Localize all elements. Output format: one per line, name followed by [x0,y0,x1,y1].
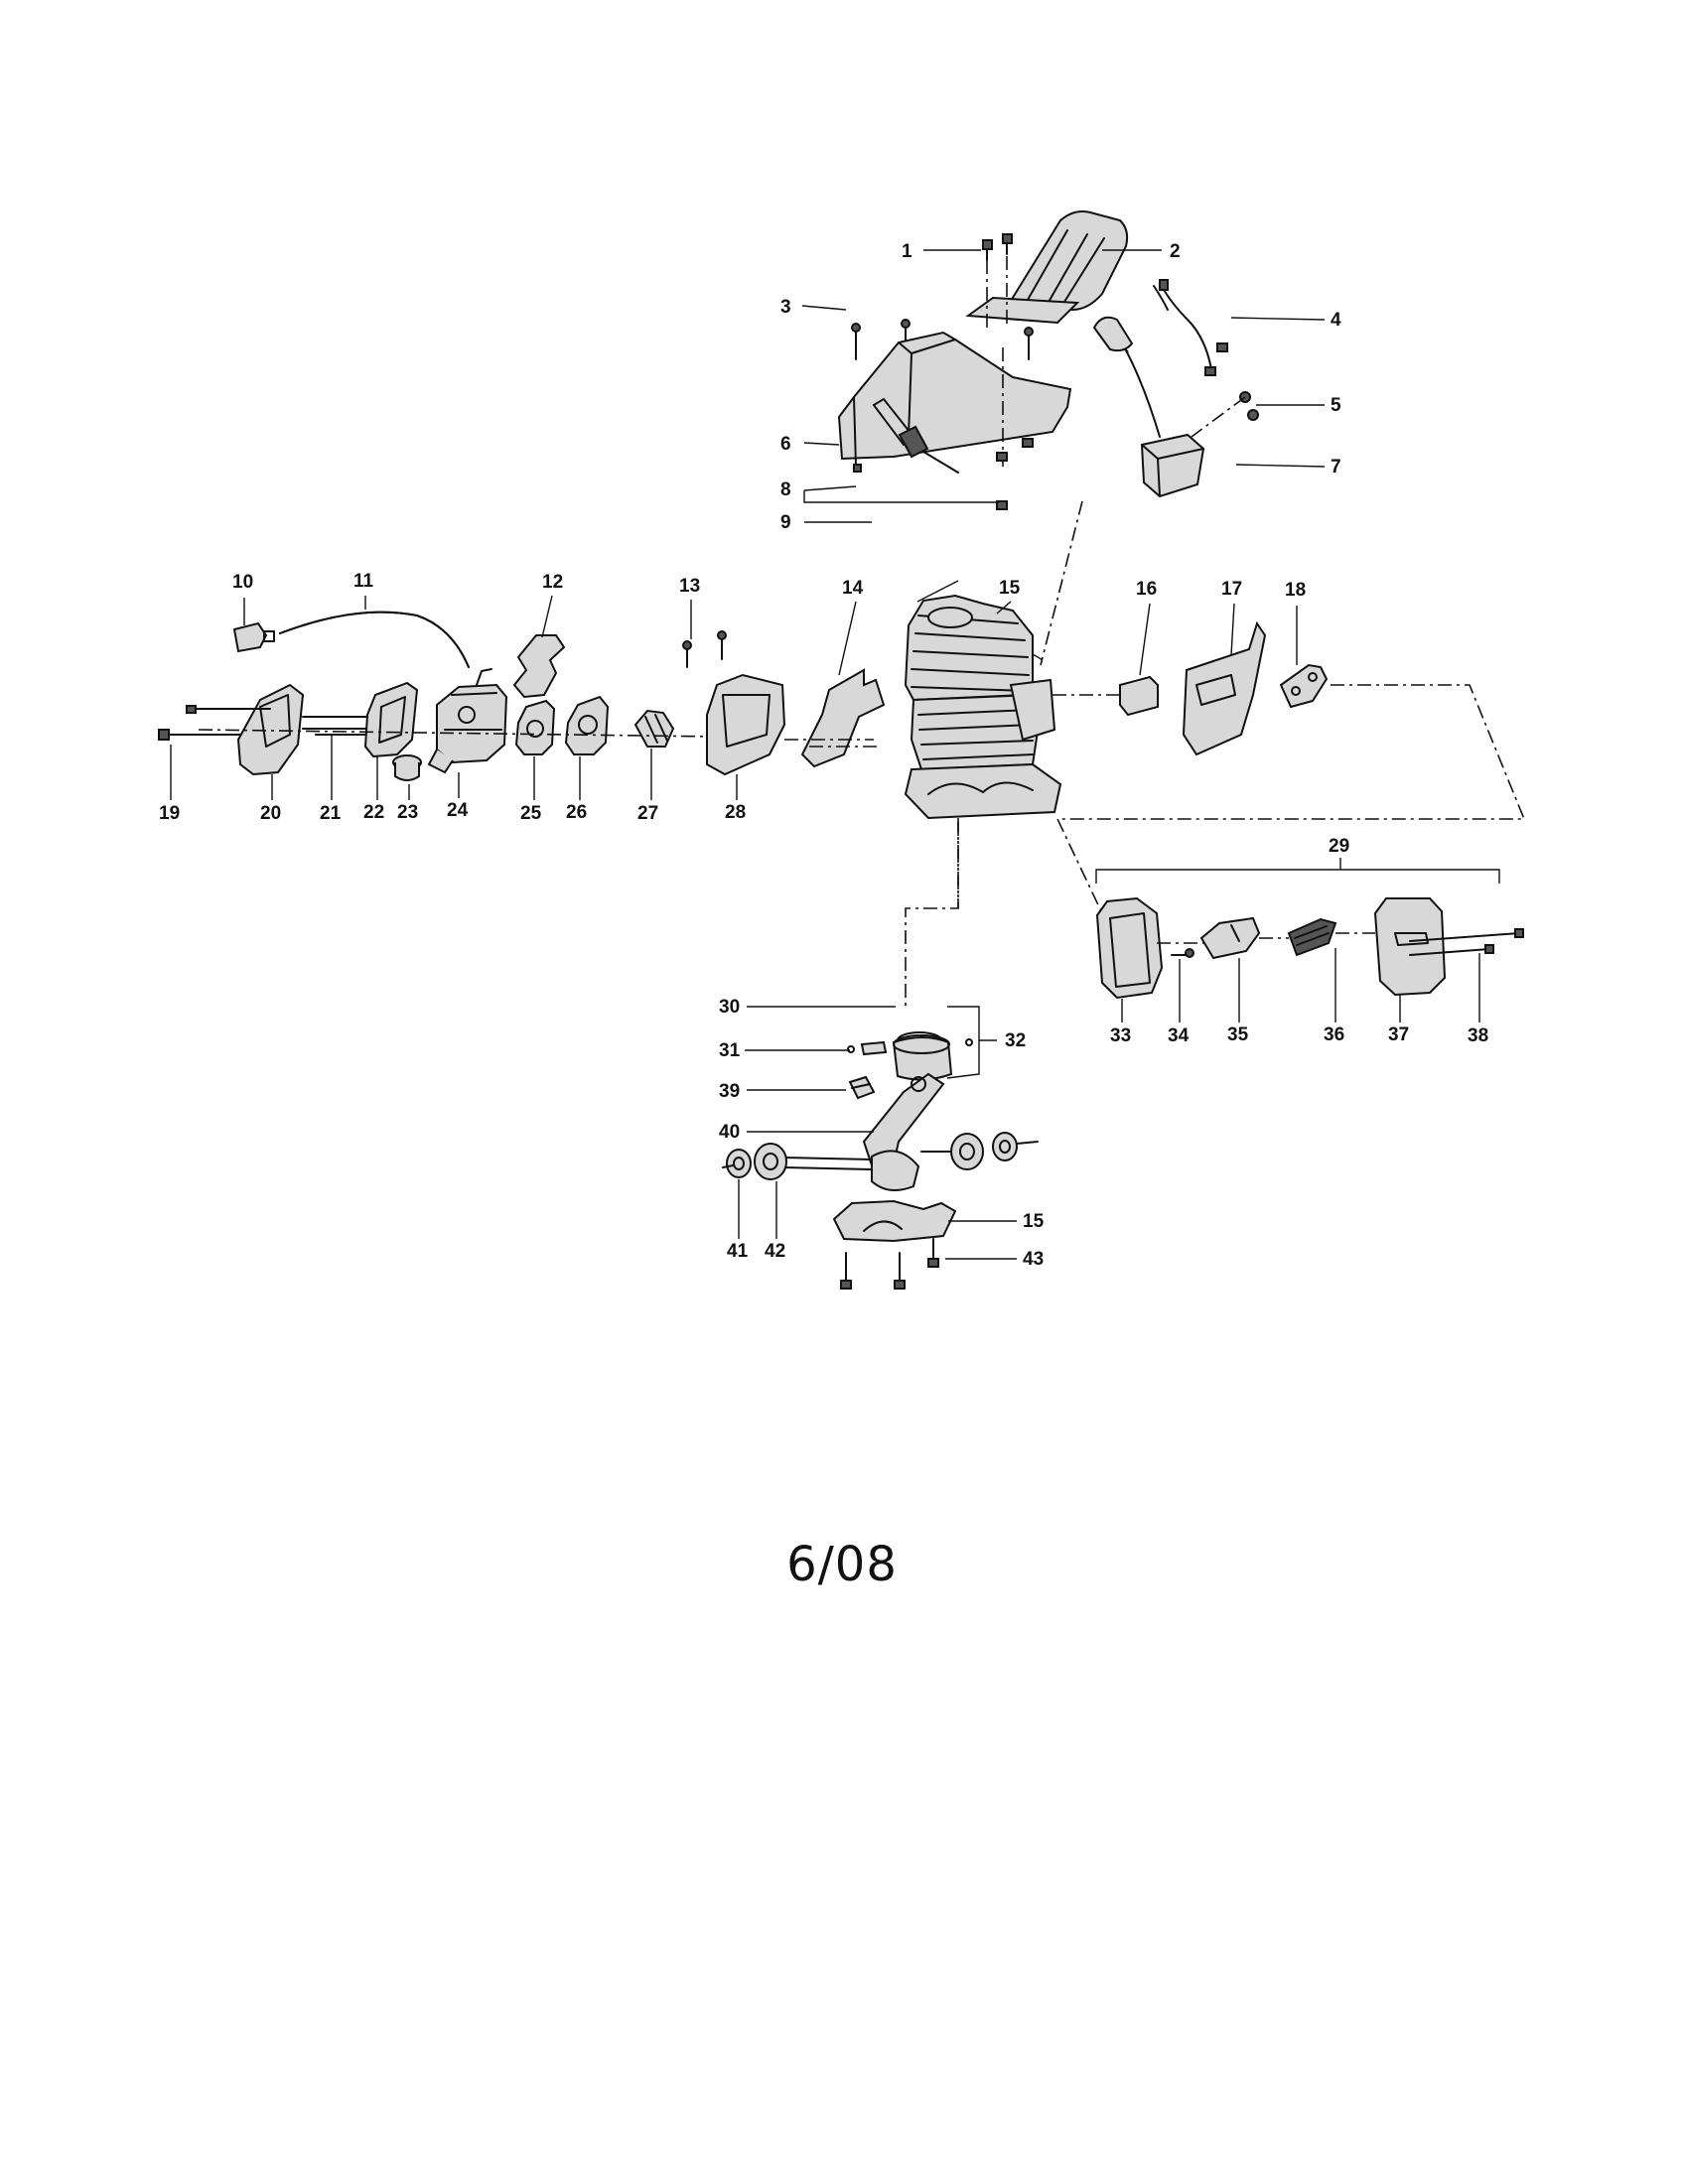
callout-12: 12 [542,572,563,593]
footer-date: 6/08 [786,1537,898,1592]
part-1-screws [982,233,1013,328]
callout-22: 22 [363,802,384,823]
callout-34: 34 [1168,1025,1190,1046]
part-33-muffler-body [1095,896,1211,1000]
callout-15b: 15 [1023,1211,1045,1232]
callout-14: 14 [842,578,864,599]
part-15-crankcase-lower [832,1199,957,1243]
callout-28: 28 [725,802,746,823]
callout-16: 16 [1136,579,1157,600]
callout-13: 13 [679,576,700,597]
callout-1: 1 [902,241,912,262]
callout-17: 17 [1221,579,1242,600]
callout-30: 30 [719,997,740,1018]
callout-5: 5 [1331,395,1341,416]
callout-8: 8 [780,479,791,500]
callout-9: 9 [780,512,791,533]
part-24-carburetor [427,668,508,774]
callout-labels: 1 2 3 4 5 6 7 8 9 10 11 12 13 14 15 16 1… [159,241,1488,1270]
callout-23: 23 [397,802,418,823]
callout-10: 10 [232,572,253,593]
part-18-gasket [1279,663,1329,709]
callout-40: 40 [719,1122,740,1143]
callout-33: 33 [1110,1025,1131,1046]
part-16-block [1052,675,1159,717]
dash-intake-axis [198,729,716,738]
part-5-screws [1191,391,1259,438]
callout-29: 29 [1329,836,1349,857]
part-7-ignition-coil [1092,316,1205,498]
callout-31: 31 [719,1040,741,1061]
part-39-bearing [848,1075,876,1100]
part-13-screws [682,630,727,668]
callout-27: 27 [637,803,658,824]
callout-15a: 15 [999,578,1021,599]
callout-42: 42 [765,1241,785,1262]
part-12-boot [512,634,566,699]
part-9-spark-plug [872,397,959,603]
callout-18: 18 [1285,580,1306,601]
part-22-gasket [363,681,419,758]
part-40-crankshaft [783,1072,964,1191]
part-34-screw [1171,948,1194,958]
leader-lines [170,249,1480,1260]
part-15-cylinder [904,594,1062,908]
part-2-handle [965,210,1129,325]
part-8-grommets [996,347,1034,510]
part-26-spacer [564,695,610,755]
part-4-wire-harness [1153,279,1228,376]
part-42-bearings [754,1133,984,1180]
callout-11: 11 [353,571,374,592]
part-20-air-filter-base [186,683,305,776]
callout-36: 36 [1324,1024,1344,1045]
part-17-heat-shield [1182,620,1267,756]
callout-35: 35 [1227,1024,1249,1045]
callout-41: 41 [727,1241,749,1262]
part-37-muffler-cover [1335,897,1447,997]
part-27-intake-boot [633,709,675,748]
part-28-intake-manifold [706,673,874,776]
callout-4: 4 [1331,310,1341,331]
part-31-pin-clip [847,1040,888,1056]
dash-cylinder-to-crank [905,822,959,1008]
callout-19: 19 [159,803,180,824]
callout-38: 38 [1468,1025,1488,1046]
bracket-29 [1095,858,1500,884]
part-41-seals [722,1132,1039,1178]
part-14-bracket [800,668,886,768]
callout-39: 39 [719,1081,740,1102]
callout-26: 26 [566,802,587,823]
callout-37: 37 [1388,1024,1409,1045]
part-36-spark-screen [1259,917,1337,957]
part-43-screws [840,1238,939,1290]
callout-6: 6 [780,434,791,455]
callout-32: 32 [1005,1030,1026,1051]
callout-43: 43 [1023,1249,1044,1270]
callout-20: 20 [260,803,281,824]
part-35-plate [1199,916,1261,960]
callout-2: 2 [1170,241,1181,262]
part-32-piston [892,1034,973,1081]
callout-25: 25 [520,803,542,824]
part-25-gasket [514,699,556,755]
callout-3: 3 [780,297,791,318]
callout-7: 7 [1331,457,1341,478]
dash-coil-to-cylinder [1040,500,1083,666]
callout-24: 24 [447,800,469,821]
part-38-bolts [1409,928,1524,956]
part-6-top-cover [837,331,1072,473]
callout-21: 21 [320,803,342,824]
dash-to-muffler [1055,684,1526,914]
part-23-cap [392,754,422,781]
part-10-fitting [232,621,275,653]
part-11-fuel-line [279,611,470,668]
